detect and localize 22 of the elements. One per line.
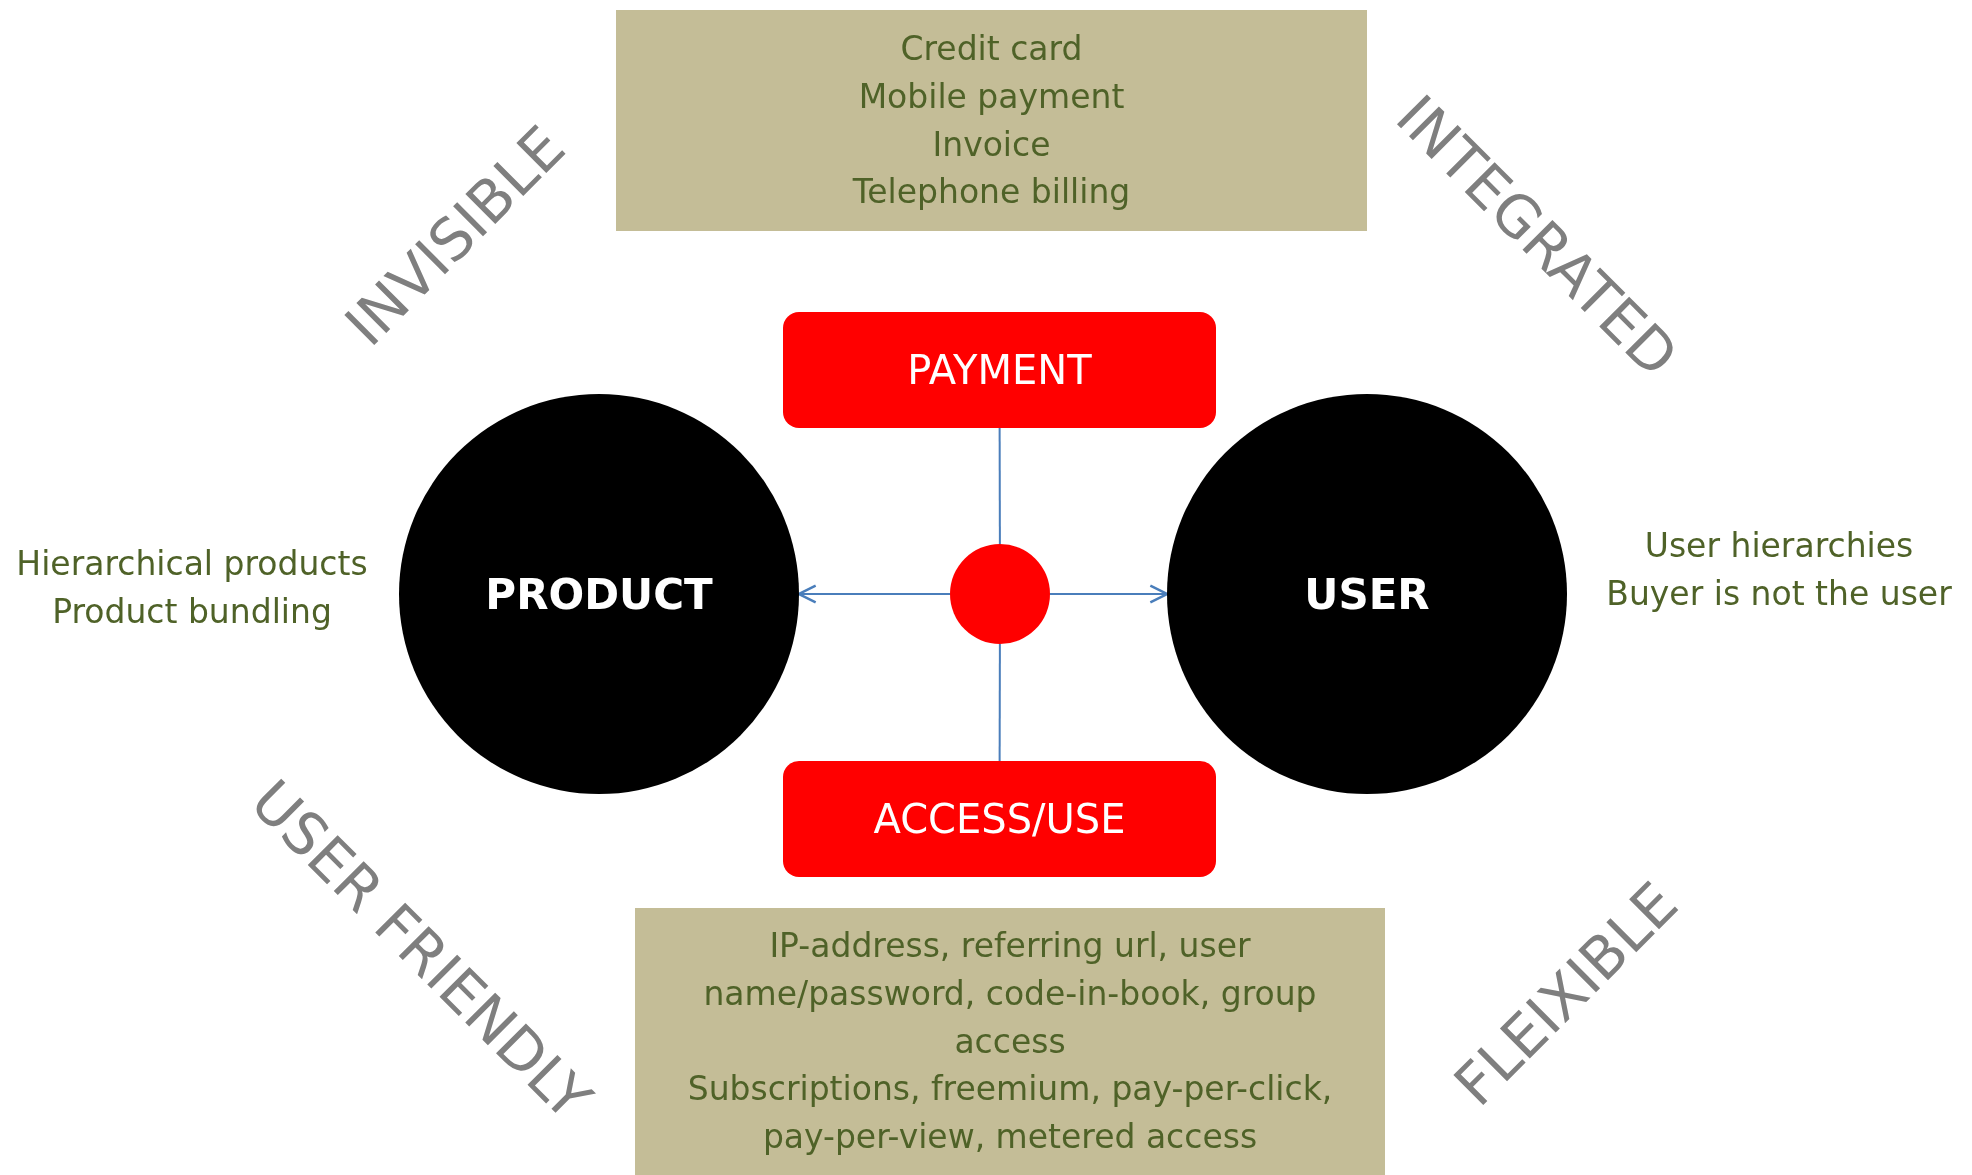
note-text: Invoice <box>932 123 1051 166</box>
side-note: Product bundling <box>51 591 333 633</box>
note-text: IP-address, referring url, user name/password, code-in-book, group access <box>702 924 1318 1063</box>
node-label: PRODUCT <box>485 569 713 619</box>
node-label: ACCESS/USE <box>873 796 1126 842</box>
note-box <box>635 908 1385 1175</box>
connector-line <box>998 427 1001 545</box>
note-text: Telephone billing <box>852 171 1131 214</box>
side-note: Hierarchical products <box>16 543 368 586</box>
label-box <box>783 312 1216 428</box>
node-label: USER <box>1304 569 1430 619</box>
note-text: Subscriptions, freemium, pay-per-click, pay-per-view, metered access <box>686 1068 1334 1159</box>
arrow <box>1049 584 1169 604</box>
node-label: PAYMENT <box>907 347 1092 393</box>
connector-line <box>998 643 1001 762</box>
label-box <box>783 761 1216 877</box>
note-text: Mobile payment <box>858 75 1125 118</box>
side-note: Buyer is not the user <box>1606 573 1952 615</box>
note-box <box>616 10 1367 231</box>
arrow <box>797 584 951 604</box>
side-note: User hierarchies <box>1643 525 1915 568</box>
note-text: Credit card <box>900 27 1083 70</box>
